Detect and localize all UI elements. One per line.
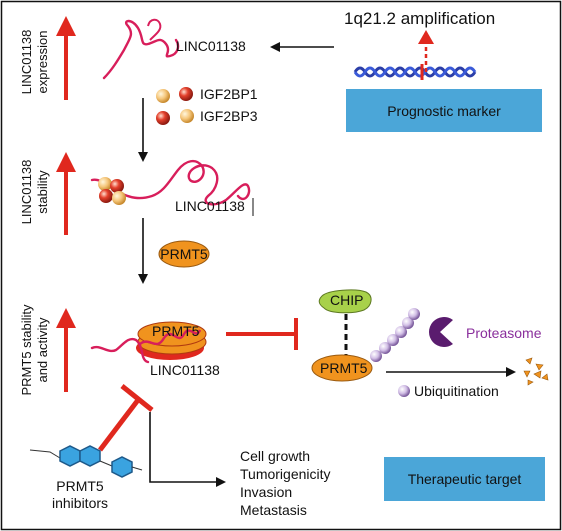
prmt5-label-line1: PRMT5 stability (19, 304, 34, 396)
outcome-item: Tumorigenicity (240, 466, 331, 482)
stability-axis-label: LINC01138 stability (19, 150, 53, 234)
prmt5-label-right: PRMT5 (320, 360, 368, 376)
linc01138-rna-bottom (90, 337, 150, 364)
prmt5-label-middle: PRMT5 (160, 246, 208, 262)
outcomes-list: Cell growth Tumorigenicity Invasion Meta… (240, 447, 331, 519)
stability-label-line2: stability (35, 170, 50, 214)
linc01138-label-complex: LINC01138 (150, 362, 220, 378)
expression-label-line1: LINC01138 (19, 29, 34, 95)
prmt5-label-line2: and activity (35, 317, 50, 383)
igf2bp1-label: IGF2BP1 (200, 86, 258, 102)
linc01138-rna-top (102, 19, 180, 80)
ubiquitination-label: Ubiquitination (414, 383, 499, 399)
linc01138-rna-top-loop (147, 18, 162, 41)
therapeutic-target-box: Therapeutic target (384, 457, 545, 501)
stability-label-line1: LINC01138 (19, 159, 34, 225)
prmt5-inhibitors-label: PRMT5 inhibitors (44, 478, 116, 512)
proteasome-label: Proteasome (466, 325, 542, 341)
outcome-arrow (149, 412, 226, 487)
igf2bp-bound-ball (98, 177, 112, 191)
prognostic-marker-box: Prognostic marker (346, 89, 542, 132)
igf2bp3-label: IGF2BP3 (200, 108, 258, 124)
expression-label-line2: expression (35, 30, 50, 94)
linc01138-label-top: LINC01138 (176, 38, 246, 54)
igf2bp-bound-ball (112, 191, 126, 205)
amplification-label: 1q21.2 amplification (344, 9, 496, 28)
chip-shape (318, 289, 372, 314)
amplification-dashed-arrow (418, 30, 434, 72)
expression-axis-label: LINC01138 expression (19, 20, 53, 104)
igf2bp-ball (156, 111, 170, 125)
prmt5-label-complex: PRMT5 (152, 323, 200, 339)
linc01138-label-middle: LINC01138 (175, 198, 245, 214)
prmt5-up-arrow (56, 308, 76, 392)
outcome-item: Invasion (240, 484, 293, 500)
chip-label: CHIP (330, 292, 364, 308)
igf2bp-bound-ball (99, 189, 113, 203)
inhibition-line (226, 318, 298, 350)
proteasome-icon (429, 317, 453, 348)
inhibitors-line2: inhibitors (51, 495, 109, 511)
igf2bp-bound-ball (110, 179, 124, 193)
prmt5-oval-right (311, 354, 373, 382)
dna-helix (353, 64, 477, 80)
ubiquitin-legend-icon (398, 385, 410, 397)
stability-up-arrow (56, 152, 76, 235)
expression-up-arrow (56, 16, 76, 100)
igf2bp-ball (156, 89, 170, 103)
inhibitor-molecule-icon (29, 445, 143, 478)
igf2bp-ball (180, 109, 194, 123)
prmt5-axis-label: PRMT5 stability and activity (19, 292, 53, 408)
inhibitor-t-bar (98, 384, 154, 452)
peptide-fragments-icon (523, 357, 549, 386)
inhibitors-line1: PRMT5 (56, 478, 104, 494)
ubiquitin-chain (370, 308, 420, 362)
igf2bp-ball (179, 87, 193, 101)
prmt5-linc-complex (136, 321, 207, 360)
outcome-item: Metastasis (240, 502, 307, 518)
outcome-item: Cell growth (240, 448, 311, 464)
linc01138-rna-middle (90, 159, 251, 206)
prmt5-oval-middle (158, 240, 210, 268)
